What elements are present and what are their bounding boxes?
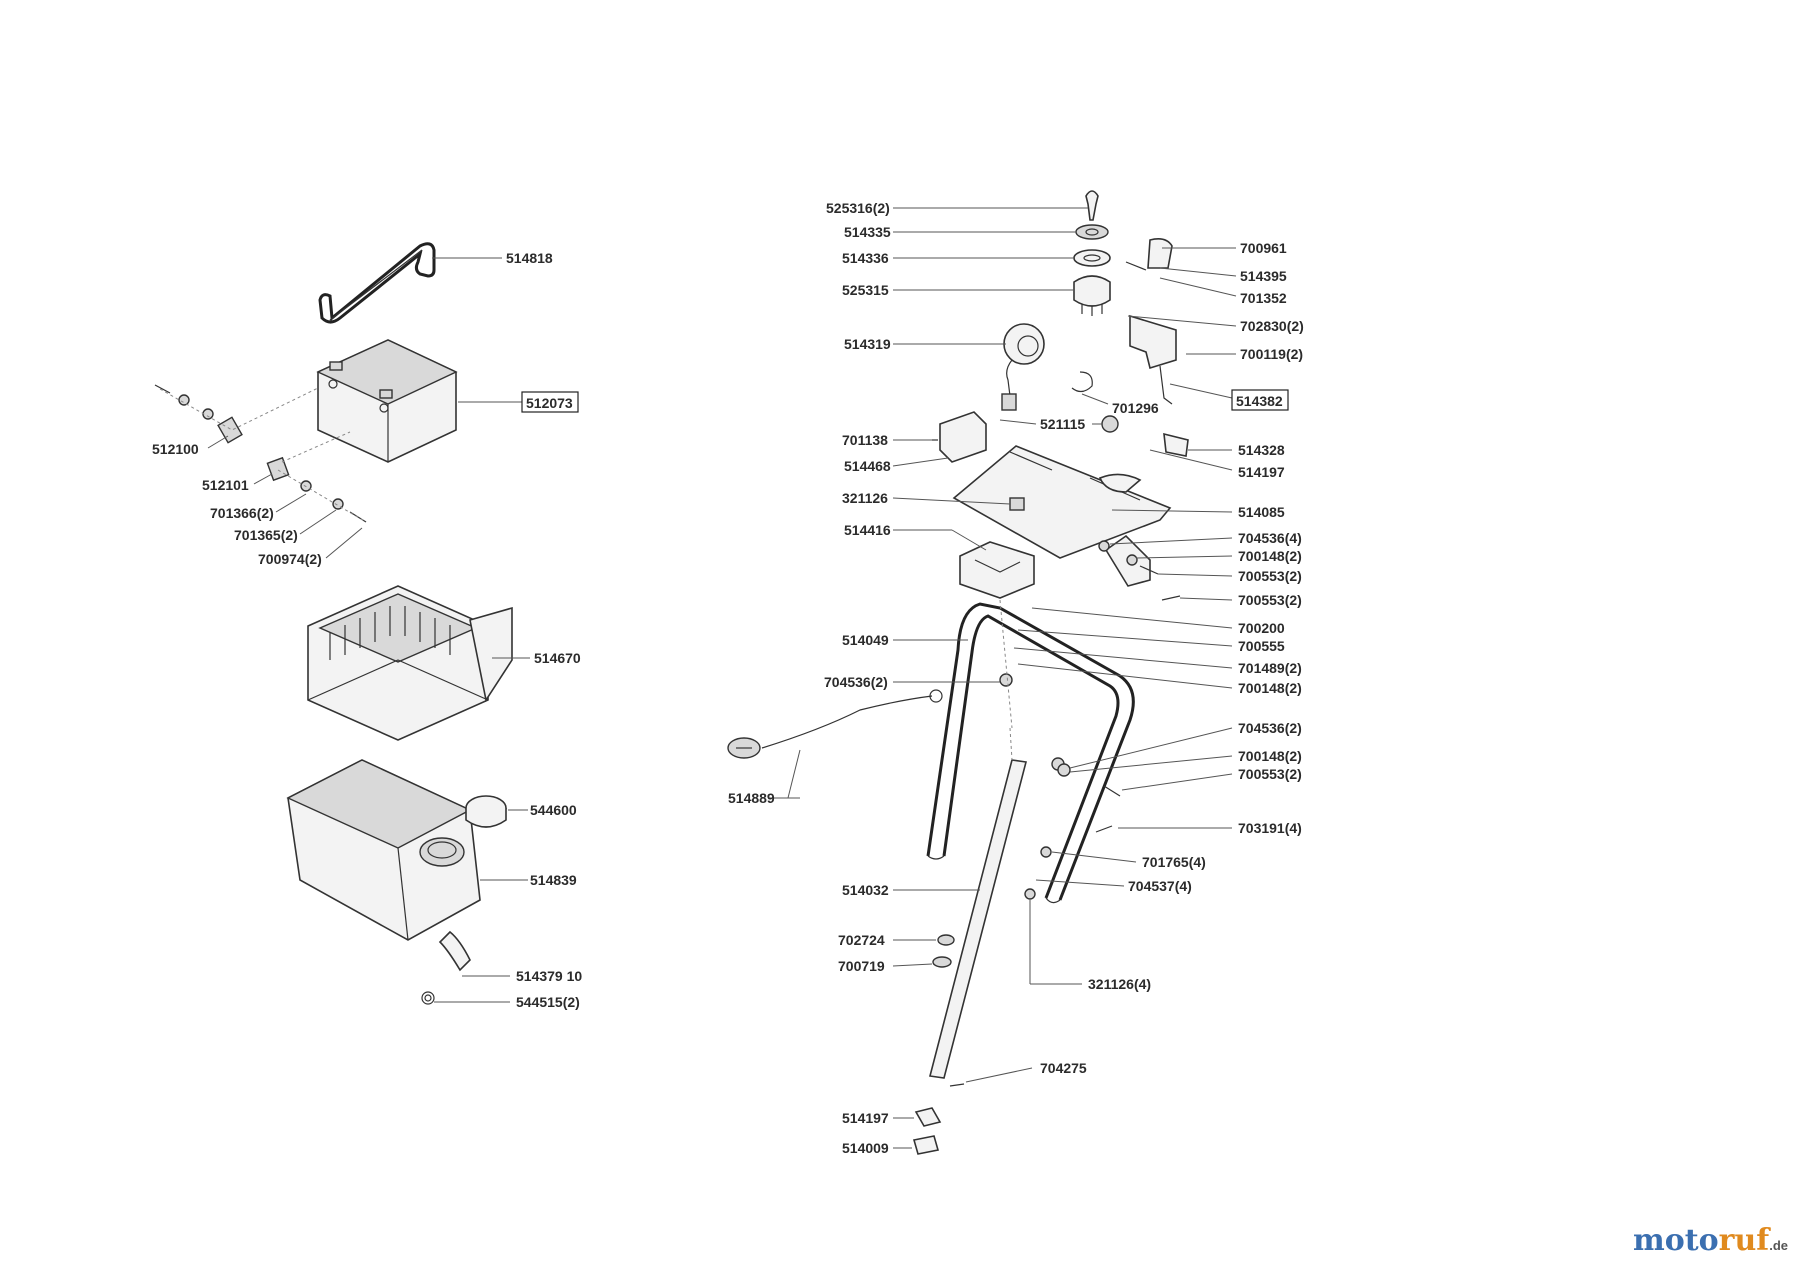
label-704275: 704275 — [1040, 1060, 1087, 1076]
site-watermark: motoruf.de — [1633, 1223, 1788, 1258]
plate-hardware-drawing — [1098, 534, 1181, 601]
label-704536c: 704536(2) — [1238, 720, 1302, 736]
label-702830: 702830(2) — [1240, 318, 1304, 334]
label-703191: 703191(4) — [1238, 820, 1302, 836]
label-514336: 514336 — [842, 250, 889, 266]
switch-bracket-drawing — [1125, 238, 1189, 457]
mounting-plate-drawing — [952, 445, 1172, 559]
label-512100: 512100 — [152, 441, 199, 457]
label-521115: 521115 — [1040, 416, 1085, 432]
label-700119: 700119(2) — [1240, 346, 1303, 362]
label-514032: 514032 — [842, 882, 889, 898]
label-701765: 701765(4) — [1142, 854, 1206, 870]
bracket-drawing — [959, 541, 1035, 599]
label-700553a: 700553(2) — [1238, 568, 1302, 584]
label-700553c: 700553(2) — [1238, 766, 1302, 782]
battery-terminal-hardware — [154, 384, 367, 523]
label-514328: 514328 — [1238, 442, 1285, 458]
label-544600: 544600 — [530, 802, 577, 818]
label-514379: 514379 10 — [516, 968, 582, 984]
label-704537: 704537(4) — [1128, 878, 1192, 894]
label-700148c: 700148(2) — [1238, 748, 1302, 764]
label-514197a: 514197 — [842, 1110, 889, 1126]
label-701366: 701366(2) — [210, 505, 274, 521]
label-514319: 514319 — [844, 336, 891, 352]
battery-drawing — [316, 339, 458, 463]
label-514335: 514335 — [844, 224, 891, 240]
label-321126b: 321126(4) — [1088, 976, 1151, 992]
label-321126a: 321126 — [842, 490, 888, 506]
steering-shaft-drawing — [929, 599, 1027, 1079]
label-700555: 700555 — [1238, 638, 1285, 654]
label-701352: 701352 — [1240, 290, 1287, 306]
label-514382: 514382 — [1236, 393, 1283, 409]
label-701138: 701138 — [842, 432, 888, 448]
hose-clamp-drawing — [421, 991, 435, 1005]
label-704536b: 704536(4) — [1238, 530, 1302, 546]
label-514197b: 514197 — [1238, 464, 1285, 480]
fuel-cap-drawing — [465, 795, 507, 828]
label-514416: 514416 — [844, 522, 891, 538]
label-512101: 512101 — [202, 477, 249, 493]
shaft-washers-drawing — [912, 934, 965, 1155]
label-701365: 701365(2) — [234, 527, 298, 543]
label-700148a: 700148(2) — [1238, 548, 1302, 564]
label-700553b: 700553(2) — [1238, 592, 1302, 608]
battery-strap-drawing — [318, 242, 436, 324]
label-701296: 701296 — [1112, 400, 1159, 416]
label-514889: 514889 — [728, 790, 775, 806]
horn-drawing — [1001, 323, 1045, 411]
ignition-key-drawing — [1073, 190, 1111, 316]
label-514670: 514670 — [534, 650, 581, 666]
label-514085: 514085 — [1238, 504, 1285, 520]
ground-cable-drawing — [727, 689, 943, 759]
battery-tray-drawing — [307, 585, 513, 741]
label-700719: 700719 — [838, 958, 885, 974]
label-544515: 544515(2) — [516, 994, 580, 1010]
label-512073: 512073 — [526, 395, 573, 411]
label-514818: 514818 — [506, 250, 553, 266]
label-525315: 525315 — [842, 282, 889, 298]
label-704536a: 704536(2) — [824, 674, 888, 690]
label-702724: 702724 — [838, 932, 885, 948]
label-700961: 700961 — [1240, 240, 1287, 256]
label-514009: 514009 — [842, 1140, 889, 1156]
label-514395: 514395 — [1240, 268, 1287, 284]
label-514468: 514468 — [844, 458, 891, 474]
label-514049: 514049 — [842, 632, 889, 648]
label-700148b: 700148(2) — [1238, 680, 1302, 696]
label-700974: 700974(2) — [258, 551, 322, 567]
label-525316: 525316(2) — [826, 200, 890, 216]
fuel-tank-drawing — [286, 759, 481, 972]
label-701489: 701489(2) — [1238, 660, 1302, 676]
label-700200: 700200 — [1238, 620, 1285, 636]
relay-drawing — [932, 411, 987, 463]
label-514839: 514839 — [530, 872, 577, 888]
watermark-brand-a: moto — [1633, 1223, 1719, 1258]
watermark-brand-b: ruf — [1718, 1223, 1770, 1258]
watermark-suffix: .de — [1769, 1238, 1788, 1253]
